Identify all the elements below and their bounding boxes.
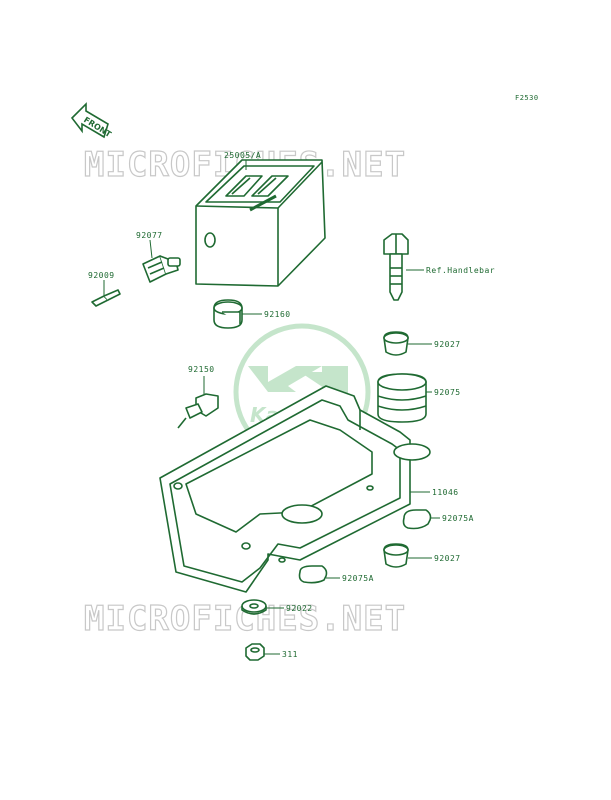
cushion-part-left[interactable] (298, 565, 328, 584)
figure-code: F2530 (515, 94, 539, 102)
screw-part[interactable] (91, 289, 121, 307)
label-92022: 92022 (286, 604, 313, 613)
washer-part[interactable] (241, 599, 267, 615)
leader-lines (103, 160, 440, 655)
front-direction-arrow: FRONT (70, 102, 113, 139)
label-92160: 92160 (264, 310, 291, 319)
cushion-part-right[interactable] (402, 509, 432, 530)
meter-housing-part[interactable] (195, 159, 326, 287)
label-311: 311 (282, 650, 298, 659)
grommet-part[interactable] (377, 373, 427, 423)
label-92009: 92009 (88, 271, 115, 280)
label-92150: 92150 (188, 365, 215, 374)
label-92077: 92077 (136, 231, 163, 240)
bushing-part[interactable] (213, 299, 243, 329)
handlebar-bolt-part[interactable] (383, 233, 409, 301)
meter-bracket-part[interactable] (159, 385, 431, 593)
nut-part[interactable] (245, 643, 265, 661)
label-ref-handlebar: Ref.Handlebar (426, 266, 495, 275)
label-92075a-right: 92075A (442, 514, 474, 523)
label-92027-lower: 92027 (434, 554, 461, 563)
gear-part[interactable] (142, 255, 181, 283)
label-92075: 92075 (434, 388, 461, 397)
collar-part-upper[interactable] (383, 331, 409, 356)
collar-part-lower[interactable] (383, 543, 409, 568)
bolt-part[interactable] (177, 393, 219, 429)
label-25005a: 25005/A (224, 151, 261, 160)
label-92027-upper: 92027 (434, 340, 461, 349)
label-11046: 11046 (432, 488, 459, 497)
label-92075a-left: 92075A (342, 574, 374, 583)
